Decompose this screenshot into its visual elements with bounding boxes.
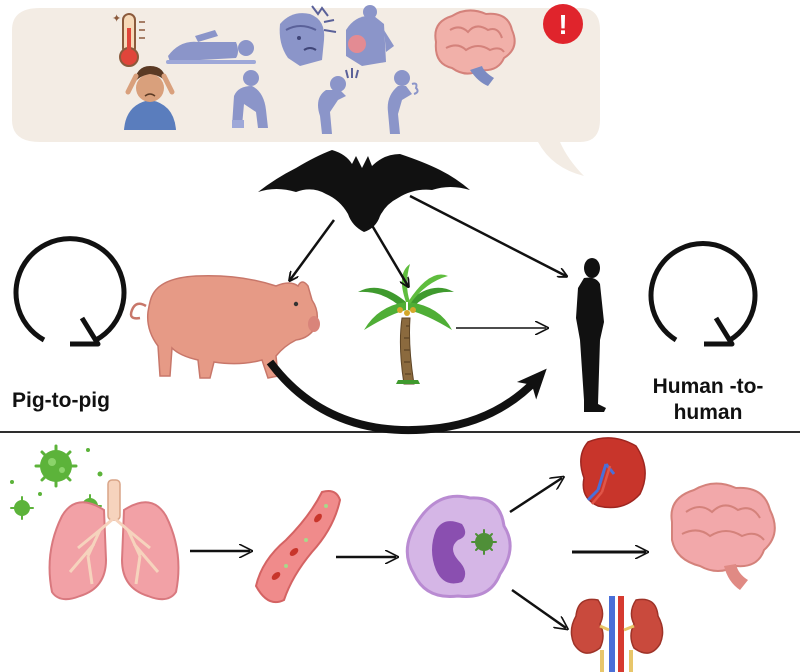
arrow-cell-to-spleen	[509, 478, 562, 514]
virus-icon	[34, 444, 78, 488]
bat-icon	[258, 150, 470, 232]
arrow-bat-to-palm	[368, 221, 408, 286]
blood-vessel-icon	[254, 490, 342, 604]
brain-icon	[434, 9, 516, 86]
vomiting-person-icon	[232, 70, 268, 128]
headache-face-icon	[279, 5, 337, 66]
arrow-cell-to-kidneys	[511, 588, 566, 628]
arrow-pig-to-human	[266, 359, 547, 435]
palm-tree-icon	[358, 264, 454, 385]
pig-icon	[129, 274, 320, 379]
coughing-person-icon	[318, 68, 359, 134]
pig-to-pig-cycle-arrow	[13, 236, 127, 347]
thermometer-icon: ✦	[112, 12, 145, 67]
human-to-human-label-line2: human	[673, 401, 743, 424]
infected-leukocyte-icon	[405, 494, 512, 599]
arrow-bat-to-pig	[290, 219, 336, 280]
distressed-person-icon	[124, 66, 176, 130]
alert-mark: !	[558, 9, 567, 40]
human-to-human-label-line1: Human -to-	[652, 375, 764, 398]
pig-to-pig-label: Pig-to-pig	[12, 389, 110, 412]
arrow-bat-to-human	[409, 194, 566, 276]
virus-icon	[471, 529, 497, 555]
virus-icon	[10, 496, 34, 520]
human-to-human-label: Human -to- human	[628, 374, 788, 426]
alert-icon: !	[543, 4, 583, 44]
spleen-icon	[580, 437, 646, 509]
kidneys-icon	[570, 596, 664, 672]
brain-icon	[670, 482, 776, 590]
lying-person-icon	[166, 30, 256, 64]
human-silhouette-icon	[576, 258, 606, 412]
human-to-human-cycle-arrow	[648, 241, 758, 347]
back-pain-icon	[346, 5, 394, 66]
lungs-icon	[48, 479, 180, 601]
sneezing-person-icon	[387, 70, 419, 134]
svg-text:✦: ✦	[112, 12, 121, 25]
